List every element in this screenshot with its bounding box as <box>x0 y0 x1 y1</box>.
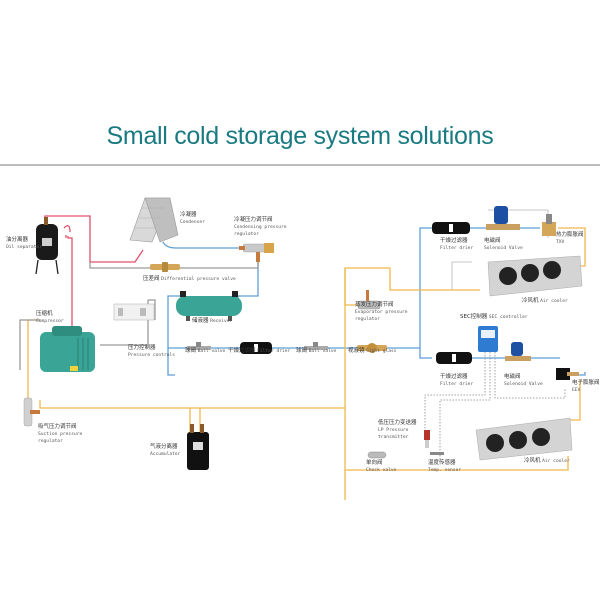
solenoid-valve-upper-icon <box>486 206 520 230</box>
label-sight-glass: 视液镜 Sight glass <box>348 348 397 354</box>
label-sec-controller: SEC控制器 SEC controller <box>460 314 528 320</box>
label-ball-valve-2: 球阀 Ball valve <box>296 348 337 354</box>
temp-sensor-icon <box>430 452 444 455</box>
receiver-icon <box>176 291 242 321</box>
lower-cooler-suction <box>345 456 569 471</box>
condenser-icon <box>129 197 179 243</box>
title-divider <box>0 164 600 166</box>
oil-return-line <box>63 225 71 238</box>
label-air-cooler-lower: 冷风机 Air cooler <box>524 458 570 464</box>
label-air-cooler-upper: 冷风机 Air cooler <box>522 298 568 304</box>
txv-icon <box>542 214 556 236</box>
compressor-suction <box>27 319 40 400</box>
pressure-controls-icon <box>113 303 155 321</box>
pressure-control-line-2 <box>148 299 156 320</box>
lp-transmitter-icon <box>424 430 430 448</box>
accumulator-icon <box>187 424 209 470</box>
suction-pressure-regulator-icon <box>23 397 40 427</box>
compressor-icon <box>40 326 95 372</box>
discharge-line <box>67 236 73 355</box>
discharge-line-2 <box>44 215 144 263</box>
evap-regulator-line <box>344 268 357 306</box>
filter-drier-main-icon <box>240 342 272 354</box>
liquid-riser <box>419 227 432 359</box>
sight-glass-icon <box>357 343 387 353</box>
solenoid-valve-lower-icon <box>505 342 531 361</box>
filter-drier-upper-icon <box>432 222 470 234</box>
ball-valve-2-icon <box>304 342 328 350</box>
label-receiver: 储液器 Receiver <box>192 318 233 324</box>
condensing-pressure-regulator-icon <box>239 243 274 262</box>
filter-drier-lower-icon <box>436 352 472 364</box>
air-cooler-lower-icon <box>475 417 573 461</box>
sec-wire-2 <box>439 352 491 460</box>
condenser-outlet-line <box>162 241 240 249</box>
sec-wire-3 <box>494 352 566 399</box>
oil-separator-icon <box>35 217 59 275</box>
eev-icon <box>556 368 579 380</box>
check-valve-icon <box>367 451 387 459</box>
label-ball-valve-1: 球阀 Ball valve <box>185 348 226 354</box>
upper-cooler-suction <box>344 267 480 500</box>
label-filter-drier-main: 干燥过滤器 Filter drier <box>228 348 291 354</box>
diagram-title: Small cold storage system solutions <box>106 122 494 150</box>
sec-controller-icon <box>478 326 498 352</box>
eev-to-cooler <box>568 380 581 421</box>
sec-wire-1 <box>424 352 486 440</box>
differential-pressure-valve-icon <box>150 262 180 272</box>
air-cooler-upper-icon <box>487 255 583 297</box>
ball-valve-1-icon <box>187 342 211 350</box>
label-differential-pressure-valve: 压差阀 Differential pressure valve <box>143 276 236 282</box>
evaporator-pressure-regulator-icon <box>357 290 381 310</box>
